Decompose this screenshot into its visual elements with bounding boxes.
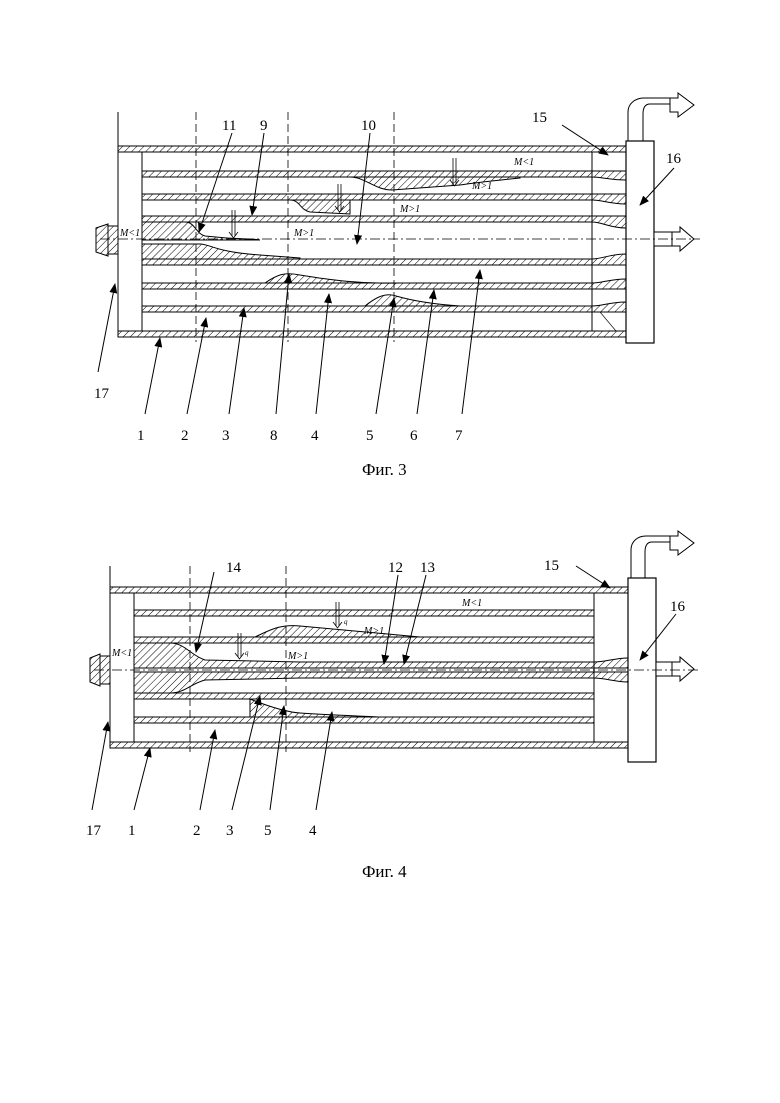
nozzle-profile (250, 699, 380, 717)
part-label: 5 (366, 428, 374, 444)
nozzle-profile (365, 295, 460, 306)
part-label: 15 (532, 110, 547, 126)
part-label: 13 (420, 560, 435, 576)
casing-bottom-wall (110, 742, 628, 748)
part-label: 16 (670, 599, 686, 615)
mach-label: M<1 (513, 157, 534, 168)
tube-wall (134, 637, 594, 643)
part-label: 3 (222, 428, 230, 444)
tube-wall (134, 610, 594, 616)
mach-label: M>1 (363, 626, 384, 637)
tube-wall (142, 306, 626, 312)
inlet-chamber (110, 593, 134, 742)
figure-4: q q M<1 M<1 M>1 M>1 14 12 13 15 16 17 1 … (86, 531, 700, 881)
part-label: 6 (410, 428, 418, 444)
inlet-arrow-icon (96, 224, 108, 256)
part-label: 2 (181, 428, 189, 444)
mach-label: M>1 (287, 651, 308, 662)
figure-caption: Фиг. 4 (362, 862, 407, 881)
casing-top-wall (110, 587, 628, 593)
mach-label: M<1 (111, 648, 132, 659)
part-label: 16 (666, 151, 682, 167)
tube-wall (142, 216, 626, 222)
nozzle-profile (255, 626, 420, 637)
part-label: 9 (260, 118, 268, 134)
casing-bottom-wall (118, 331, 626, 337)
outlet-arrow-icon (672, 657, 694, 681)
nozzle-profile (350, 177, 520, 190)
mach-label: M>1 (399, 204, 420, 215)
tube-wall (142, 171, 626, 177)
casing-top-wall (118, 146, 626, 152)
nozzle-profile (134, 672, 594, 693)
figure-3: M<1 M<1 M>1 M>1 M>1 11 9 10 15 16 17 (94, 93, 700, 479)
mach-label: M>1 (471, 181, 492, 192)
part-label: 12 (388, 560, 403, 576)
part-label: 4 (309, 823, 317, 839)
collector (626, 141, 654, 343)
part-label: 5 (264, 823, 272, 839)
tube-wall (142, 283, 626, 289)
part-label: 1 (128, 823, 136, 839)
tube-wall (142, 259, 626, 265)
nozzle-profile (265, 274, 400, 283)
inlet-chamber (118, 152, 142, 331)
figure-caption: Фиг. 3 (362, 460, 407, 479)
outlet-pipe-icon (631, 536, 670, 578)
nozzle-profile (142, 244, 300, 259)
tube-wall (134, 693, 594, 699)
part-label: 14 (226, 560, 242, 576)
part-label: 8 (270, 428, 278, 444)
mach-label: M<1 (461, 598, 482, 609)
part-label: 17 (94, 386, 110, 402)
part-label: 1 (137, 428, 145, 444)
part-label: 11 (222, 118, 236, 134)
heat-flux-label: q (344, 618, 348, 626)
outlet-pipe-icon (628, 98, 670, 141)
part-label: 15 (544, 558, 559, 574)
part-label: 7 (455, 428, 463, 444)
mach-label: M>1 (293, 228, 314, 239)
part-label: 17 (86, 823, 102, 839)
tube-wall (142, 194, 626, 200)
heat-flux-label: q (245, 649, 249, 657)
part-label: 4 (311, 428, 319, 444)
nozzle-profile (134, 643, 594, 668)
part-label: 2 (193, 823, 201, 839)
tube-wall (134, 717, 594, 723)
part-label: 10 (361, 118, 376, 134)
part-label: 3 (226, 823, 234, 839)
mach-label: M<1 (119, 228, 140, 239)
